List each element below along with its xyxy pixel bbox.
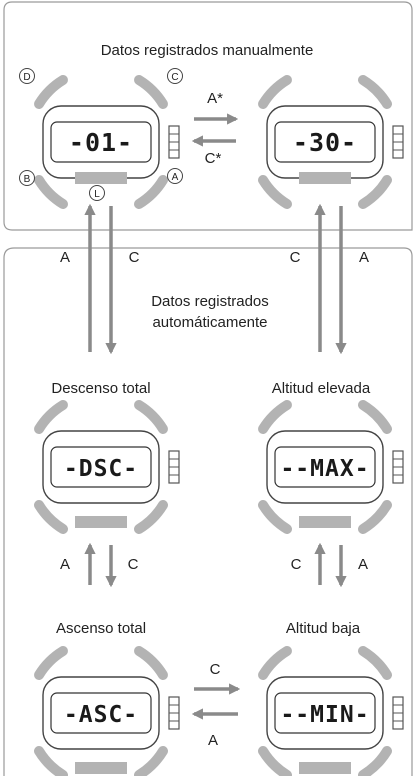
asc-caption: Ascenso total [56,620,146,637]
max-caption: Altitud elevada [272,380,371,397]
watch-max-display: --MAX- [280,456,369,482]
button-a-marker: A [167,168,183,184]
watch-dsc-display: -DSC- [64,456,138,482]
button-d-marker: D [19,68,35,84]
watch-min: --MIN- [258,646,404,776]
auto-panel [3,247,413,776]
watch-dsc: -DSC- [34,400,180,534]
manual-section-title: Datos registrados manualmente [101,42,314,59]
auto-section-title-line2: automáticamente [152,314,267,331]
button-c-marker: C [167,68,183,84]
watch-max: --MAX- [258,400,404,534]
watch-30-display: -30- [293,128,357,157]
arrow-label-mid-left-down: C [128,556,139,573]
arrow-label-mid-left-up: A [60,556,70,573]
arrow-label-bottom-left: A [208,732,218,749]
arrow-label-bottom-right: C [210,661,221,678]
svg-text:A: A [172,172,179,183]
watch-min-display: --MIN- [280,702,369,728]
manual-panel [3,1,413,231]
auto-section-title-line1: Datos registrados [151,293,269,310]
watch-30: -30- [258,75,404,209]
arrow-label-right-down: A [359,249,369,266]
svg-text:B: B [24,174,31,185]
svg-text:D: D [23,72,30,83]
watch-asc: -ASC- [34,646,180,776]
arrow-label-right-up: C [290,249,301,266]
arrow-label-top-right: A* [207,90,223,107]
arrow-label-mid-right-up: C [291,556,302,573]
button-b-marker: B [19,170,35,186]
button-l-marker: L [89,185,105,201]
arrow-label-left-up: A [60,249,70,266]
arrow-label-mid-right-down: A [358,556,368,573]
dsc-caption: Descenso total [51,380,150,397]
watch-01-display: -01- [69,128,133,157]
watch-asc-display: -ASC- [64,702,138,728]
svg-text:L: L [94,189,100,200]
arrow-label-left-down: C [129,249,140,266]
min-caption: Altitud baja [286,620,361,637]
arrow-label-top-left: C* [205,150,222,167]
svg-text:C: C [171,72,178,83]
watch-01: -01- [34,75,180,209]
